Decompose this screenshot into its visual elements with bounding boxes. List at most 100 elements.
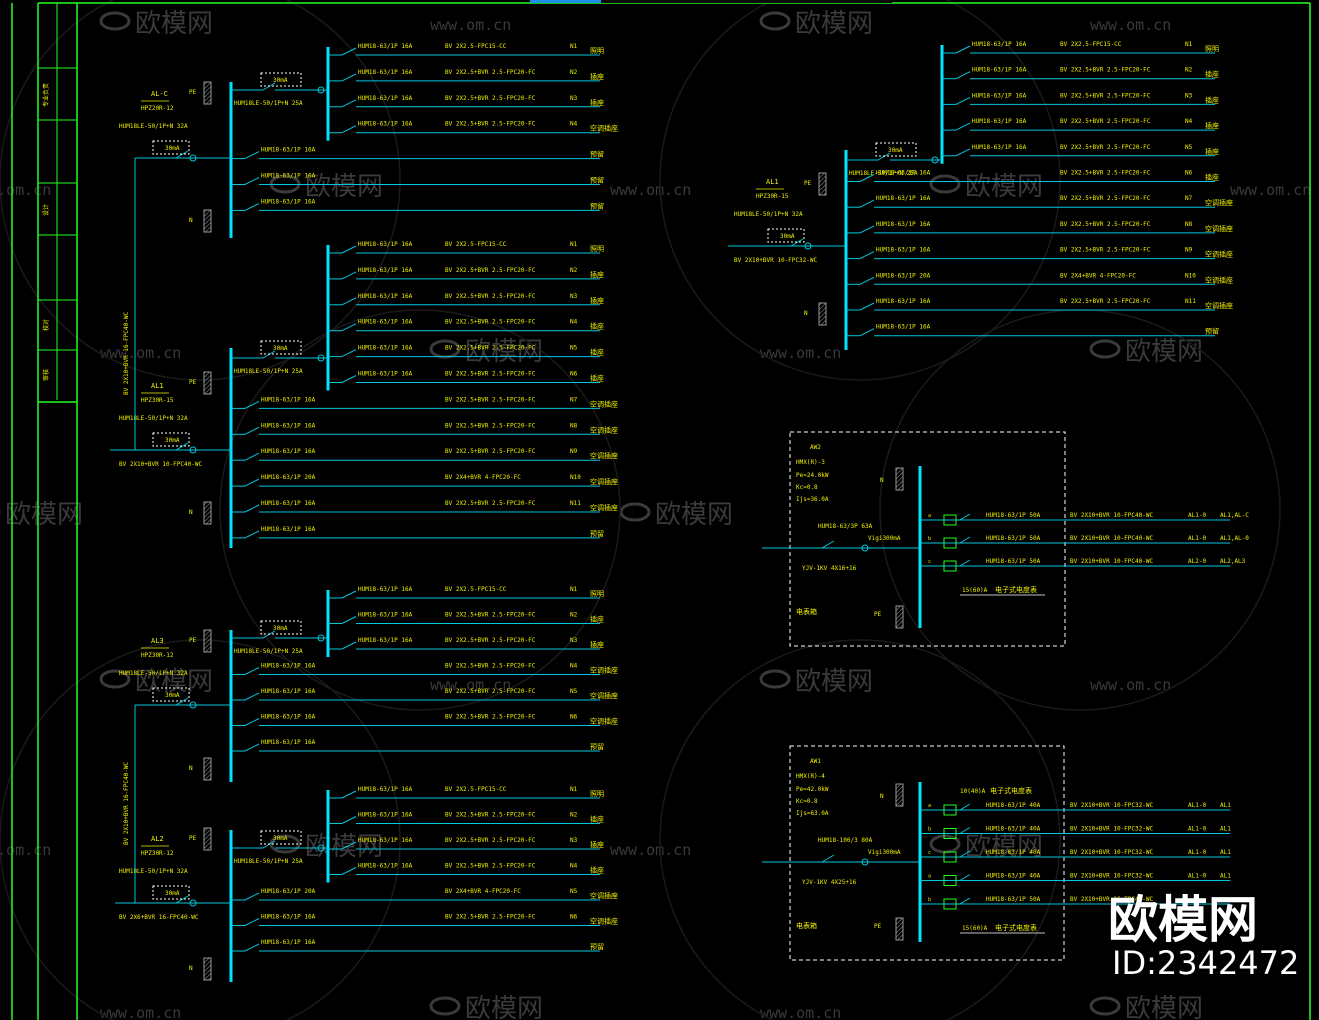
main-coil-icon bbox=[804, 242, 812, 250]
panel-name: AL1 bbox=[766, 178, 779, 186]
watermark-logo-icon bbox=[759, 669, 791, 689]
meter-switch-icon bbox=[959, 850, 971, 858]
meter-range: 15(60)A bbox=[962, 925, 988, 932]
circuit-load: 照明 bbox=[1205, 45, 1219, 53]
circuit-switch-icon bbox=[341, 99, 357, 108]
watermark-brand: 欧模网 bbox=[795, 9, 873, 39]
watermark-ring bbox=[659, 639, 1061, 1020]
circuit-breaker: HUM18-63/1P 16A bbox=[876, 170, 931, 177]
rcd-sensor-box bbox=[875, 142, 917, 157]
watermark-brand: 欧模网 bbox=[135, 667, 213, 697]
meter-range: 15(60)A bbox=[962, 587, 988, 594]
circuit-cable: BV 2X2.5-FPC15-CC bbox=[445, 586, 507, 593]
circuit-cable: BV 2X2.5-FPC15-CC bbox=[1060, 41, 1122, 48]
circuit-number: N1 bbox=[570, 241, 578, 248]
n-terminal-block bbox=[203, 209, 212, 233]
watermark-brand: 欧模网 bbox=[305, 172, 383, 202]
watermark-ring bbox=[0, 639, 401, 1020]
circuit-number: N6 bbox=[570, 914, 578, 921]
circuit-cable: BV 2X2.5-FPC15-CC bbox=[445, 241, 507, 248]
circuit-cable: BV 2X2.5+BVR 2.5-FPC20-FC bbox=[445, 371, 536, 378]
pe-terminal-block bbox=[895, 917, 904, 941]
circuit-number: N8 bbox=[570, 422, 578, 429]
circuit-number: N10 bbox=[570, 474, 581, 481]
circuit-switch-icon bbox=[244, 177, 260, 185]
circuit-switch-icon bbox=[341, 47, 357, 56]
circuit-breaker: HUM18-63/1P 16A bbox=[261, 147, 316, 154]
circuit-number: N1 bbox=[1185, 41, 1193, 48]
rcd-sensitivity: 30mA bbox=[273, 835, 288, 842]
circuit-load: 预留 bbox=[590, 150, 604, 159]
rcd-coil-icon bbox=[931, 156, 939, 164]
circuit-load: 插座 bbox=[590, 815, 604, 824]
main-rcd-box bbox=[767, 228, 805, 243]
circuit-cable: BV 2X2.5+BVR 2.5-FPC20-FC bbox=[445, 267, 536, 274]
meter-output-cable: BV 2X10+BVR 10-FPC32-WC bbox=[1070, 873, 1153, 880]
circuit-breaker: HUM18-63/1P 16A bbox=[358, 95, 413, 102]
circuit-load: 预留 bbox=[590, 176, 604, 185]
circuit-switch-icon bbox=[341, 271, 357, 280]
circuit-breaker: HUM18-63/1P 16A bbox=[261, 422, 316, 429]
watermark-logo-icon bbox=[269, 834, 301, 854]
circuit-switch-icon bbox=[955, 96, 971, 105]
circuit-switch-icon bbox=[859, 174, 875, 182]
meter-incoming-cable: YJV-1KV 4X25+16 bbox=[802, 879, 857, 886]
n-label: N bbox=[880, 477, 884, 484]
watermark-logo-icon bbox=[99, 11, 131, 31]
circuit-breaker: HUM18-63/1P 16A bbox=[261, 198, 316, 205]
meter-output-breaker: HUM18-63/1P 40A bbox=[986, 826, 1041, 833]
main-coil-icon bbox=[189, 899, 197, 907]
rcd-breaker-label: HUM18LE-50/1P+N 25A bbox=[234, 858, 303, 865]
watermark-url: www.om.cn bbox=[1090, 16, 1171, 34]
circuit-number: N4 bbox=[1185, 118, 1193, 125]
watermark-logo-icon bbox=[1089, 339, 1121, 359]
circuit-number: N5 bbox=[570, 688, 578, 695]
circuit-load: 插座 bbox=[1205, 173, 1219, 182]
main-rcd-label: 30mA bbox=[165, 145, 180, 152]
pe-terminal-block bbox=[203, 827, 212, 851]
meter-box-param: Kc=0.8 bbox=[796, 484, 818, 491]
meter-output-panel: AL1-0 bbox=[1188, 873, 1206, 880]
circuit-breaker: HUM18-63/1P 16A bbox=[876, 247, 931, 254]
rcd-breaker-label: HUM18LE-50/1P+N 25A bbox=[234, 648, 303, 655]
circuit-breaker: HUM18-63/1P 16A bbox=[261, 714, 316, 721]
meter-output-cable: BV 2X10+BVR 10-FPC40-WC bbox=[1070, 512, 1153, 519]
watermark-ring bbox=[0, 0, 401, 381]
watermark-logo-icon bbox=[929, 174, 961, 194]
circuit-breaker: HUM18-63/1P 16A bbox=[358, 786, 413, 793]
meter-header-label: 电子式电度表 bbox=[990, 786, 1032, 795]
meter-box-outline bbox=[789, 431, 1066, 647]
circuit-switch-icon bbox=[859, 199, 875, 208]
panel-name: AL2 bbox=[151, 835, 164, 843]
watermark-brand: 欧模网 bbox=[135, 9, 213, 39]
meter-output-phase: c bbox=[928, 850, 931, 856]
rcd-coil-icon bbox=[317, 634, 325, 642]
kwh-meter-icon bbox=[943, 875, 957, 886]
watermark-brand: 欧模网 bbox=[795, 667, 873, 697]
circuit-load: 插座 bbox=[590, 98, 604, 107]
circuit-load: 空调插座 bbox=[590, 917, 618, 926]
circuit-number: N6 bbox=[570, 714, 578, 721]
main-coil-icon bbox=[189, 701, 197, 709]
rcd-coil-icon bbox=[317, 844, 325, 852]
circuit-load: 空调插座 bbox=[1205, 224, 1233, 233]
n-terminal-block bbox=[895, 783, 904, 807]
rcd-sensor-box bbox=[260, 830, 302, 845]
watermark-logo-icon bbox=[429, 996, 461, 1016]
